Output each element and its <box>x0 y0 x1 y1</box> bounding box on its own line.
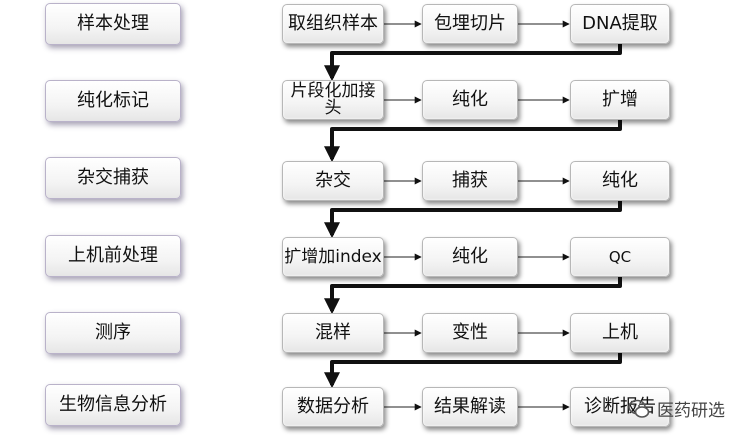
step-label: 杂交 <box>315 170 351 191</box>
stage-hybridization-capture: 杂交捕获 <box>45 157 181 199</box>
step-purify: 纯化 <box>422 80 518 120</box>
stage-label: 生物信息分析 <box>59 394 167 415</box>
stage-label: 样本处理 <box>77 13 149 34</box>
step-amplify-index: 扩增加index <box>282 237 384 277</box>
step-label: 取组织样本 <box>288 13 378 34</box>
stage-pre-sequencing: 上机前处理 <box>45 235 181 277</box>
return-arrow <box>324 120 622 163</box>
step-collect-tissue: 取组织样本 <box>282 4 384 44</box>
step-embedding-sectioning: 包埋切片 <box>422 4 518 44</box>
step-label: 片段化加接头 <box>290 81 376 118</box>
stage-label: 纯化标记 <box>77 90 149 111</box>
step-qc: QC <box>570 237 670 277</box>
step-diagnostic-report: 诊断报告 <box>570 387 670 427</box>
return-arrow <box>324 277 622 315</box>
step-label: 纯化 <box>452 89 488 110</box>
watermark-text: 医药研选 <box>657 401 725 421</box>
step-label: 上机 <box>602 322 638 343</box>
step-label: DNA提取 <box>582 13 658 34</box>
step-label: 结果解读 <box>434 396 506 417</box>
step-amplify: 扩增 <box>570 80 670 120</box>
step-load-sequencer: 上机 <box>570 313 670 353</box>
return-arrow <box>324 44 622 82</box>
step-label: 纯化 <box>452 246 488 267</box>
stage-label: 测序 <box>95 322 131 343</box>
return-arrow <box>324 353 622 389</box>
step-interpretation: 结果解读 <box>422 387 518 427</box>
step-label: 数据分析 <box>297 396 369 417</box>
stage-sample-processing: 样本处理 <box>45 3 181 45</box>
step-purify: 纯化 <box>422 237 518 277</box>
step-hybridize: 杂交 <box>282 161 384 201</box>
step-label: 混样 <box>315 322 351 343</box>
step-label: 捕获 <box>452 170 488 191</box>
stage-label: 杂交捕获 <box>77 167 149 188</box>
stage-label: 上机前处理 <box>68 245 158 266</box>
step-label: QC <box>608 248 632 266</box>
step-dna-extraction: DNA提取 <box>570 4 670 44</box>
step-label: 包埋切片 <box>434 13 506 34</box>
return-arrow <box>324 201 622 239</box>
step-label: 变性 <box>452 322 488 343</box>
step-label: 扩增 <box>602 89 638 110</box>
stage-purification-labeling: 纯化标记 <box>45 80 181 122</box>
wechat-icon <box>628 399 650 418</box>
stage-sequencing: 测序 <box>45 312 181 354</box>
step-pooling: 混样 <box>282 313 384 353</box>
step-fragment-adapter: 片段化加接头 <box>282 80 384 120</box>
stage-bioinformatics: 生物信息分析 <box>45 384 181 426</box>
step-capture: 捕获 <box>422 161 518 201</box>
step-label: 纯化 <box>602 170 638 191</box>
step-purify: 纯化 <box>570 161 670 201</box>
step-label: 扩增加index <box>284 246 382 267</box>
step-denature: 变性 <box>422 313 518 353</box>
watermark: 医药研选 <box>627 396 725 421</box>
step-data-analysis: 数据分析 <box>282 387 384 427</box>
